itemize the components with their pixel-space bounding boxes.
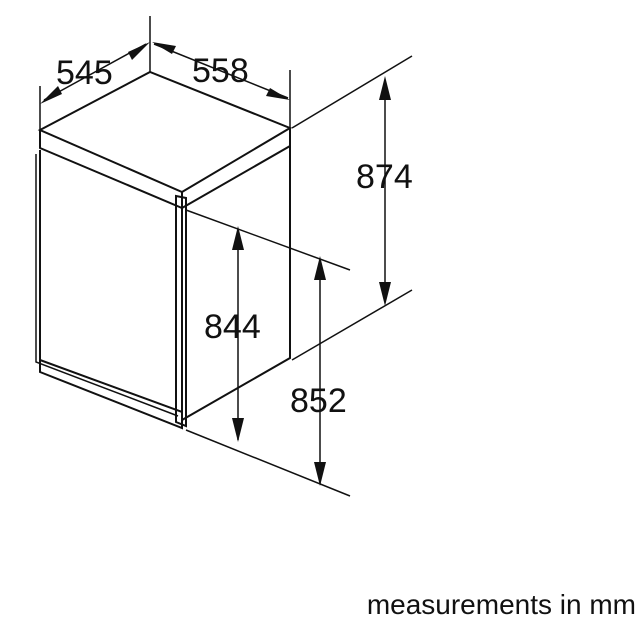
body-height-label: 844 — [204, 308, 261, 346]
body-height-dimension: 844 — [185, 209, 351, 442]
depth-dimension: 545 — [39, 16, 151, 130]
appliance-outline — [35, 70, 293, 430]
total-height-dimension: 874 — [291, 55, 413, 361]
side-face — [181, 146, 291, 422]
depth-label: 545 — [56, 54, 113, 92]
width-dimension: 558 — [152, 42, 291, 128]
front-face — [39, 150, 183, 414]
total-height-label: 874 — [356, 158, 413, 196]
width-label: 558 — [192, 52, 249, 90]
door-height-label: 852 — [290, 382, 347, 420]
units-note: measurements in mm — [367, 589, 636, 620]
door-height-dimension: 852 — [185, 256, 351, 497]
